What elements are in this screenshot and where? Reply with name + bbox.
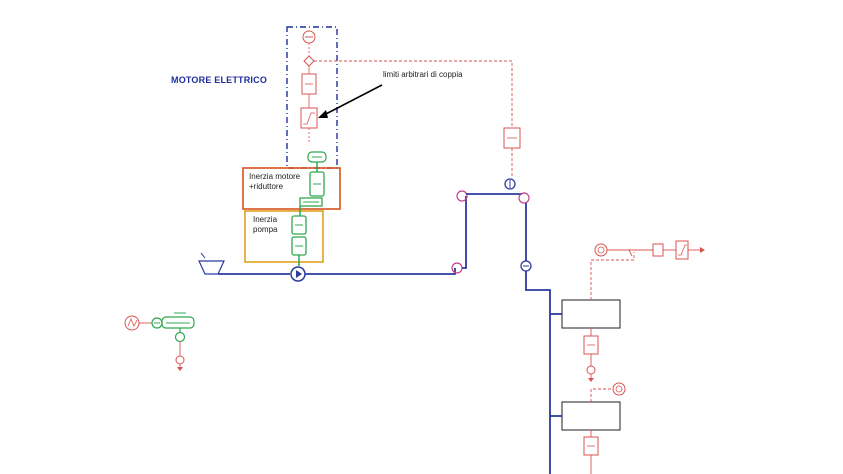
torque-source-icon[interactable]: [307, 151, 327, 163]
test-inertia-icon[interactable]: [161, 312, 195, 329]
torque-limiter-icon[interactable]: [300, 107, 318, 129]
signal-line-top: [314, 60, 513, 128]
signal-block-right-icon[interactable]: [503, 127, 521, 149]
annotation-arrow: [318, 84, 383, 118]
reducer-icon[interactable]: [299, 197, 323, 207]
load-block-2-icon[interactable]: [583, 436, 599, 456]
signal-limiter-1-icon[interactable]: [675, 240, 689, 260]
motor-source-icon[interactable]: [302, 30, 316, 44]
pump-inertia-icon[interactable]: [291, 215, 307, 235]
tank-icon[interactable]: [198, 252, 225, 275]
test-torque-source-icon[interactable]: [151, 317, 163, 329]
delivery-line: [305, 268, 456, 275]
load-block-1-icon[interactable]: [583, 335, 599, 355]
motor-group-label: MOTORE ELETTRICO: [171, 75, 268, 85]
actuator-2-icon[interactable]: [561, 401, 621, 431]
signal-gain-1-icon[interactable]: [652, 243, 664, 257]
load-source-1-icon[interactable]: [586, 365, 596, 375]
pump-shaft-icon[interactable]: [291, 236, 307, 256]
motor-group-box: [286, 26, 338, 169]
motor-reducer-inertia-label: Inerzia motore +riduttore: [249, 172, 301, 191]
signal-line-actuator-1: [590, 252, 635, 300]
flow-sensor-icon[interactable]: [520, 260, 532, 272]
signal-line-actuator-2: [590, 388, 612, 402]
test-sensor-icon[interactable]: [174, 331, 186, 343]
pump-inertia-label: Inerzia pompa: [253, 215, 278, 234]
motor-reducer-inertia-box: [242, 167, 341, 210]
pipe-elbow-lower-icon[interactable]: [451, 262, 463, 274]
pipe-elbow-upper-left-icon[interactable]: [456, 190, 468, 202]
torque-limit-note: limiti arbitrari di coppia: [383, 70, 463, 79]
motor-gain-block-icon[interactable]: [301, 73, 317, 95]
signal-source-1-icon[interactable]: [594, 243, 608, 257]
test-output-icon[interactable]: [175, 355, 185, 365]
pressure-sensor-icon[interactable]: [504, 178, 516, 190]
signal-source-2-icon[interactable]: [612, 382, 626, 396]
pipe-elbow-upper-right-icon[interactable]: [518, 192, 530, 204]
motor-switch-icon[interactable]: [303, 55, 315, 67]
riser-line: [462, 196, 467, 269]
pump-icon[interactable]: [290, 266, 306, 282]
pump-inertia-box: [244, 210, 324, 263]
test-signal-source-icon[interactable]: [124, 315, 140, 331]
actuator-1-icon[interactable]: [561, 299, 621, 329]
motor-inertia-icon[interactable]: [309, 171, 325, 197]
distribution-line: [525, 271, 551, 474]
